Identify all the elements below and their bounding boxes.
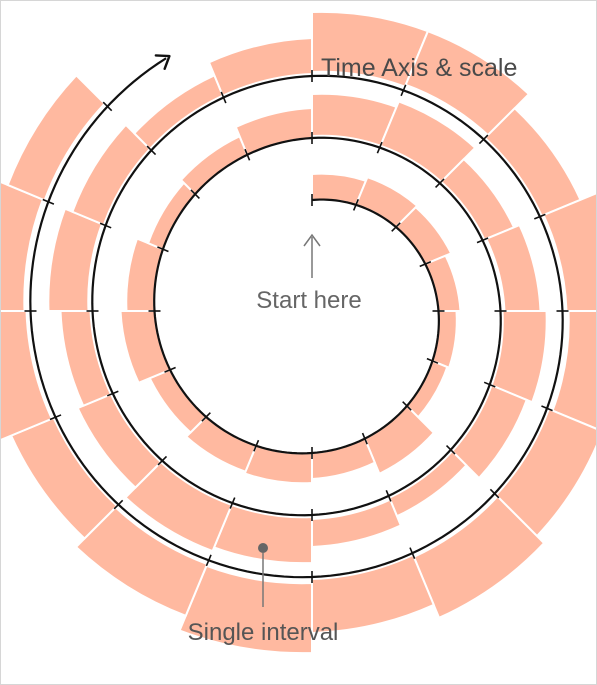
axis-tick <box>253 439 260 452</box>
interval-segment <box>412 494 546 620</box>
interval-segment <box>431 310 458 370</box>
start-pointer-arrowhead <box>303 233 321 247</box>
axis-tick <box>409 547 416 560</box>
time-axis-arrowhead <box>154 54 171 70</box>
interval-segment <box>439 157 516 241</box>
axis-tick <box>435 178 445 188</box>
interval-segment <box>148 368 208 434</box>
axis-tick <box>476 237 489 244</box>
axis-tick <box>419 261 432 268</box>
single-interval-marker-dot <box>258 543 268 553</box>
interval-segment <box>207 36 313 97</box>
axis-tick <box>385 490 392 502</box>
axis-ticks <box>24 70 569 583</box>
interval-segment <box>124 460 234 553</box>
axis-tick <box>483 381 496 388</box>
axis-tick <box>361 432 368 445</box>
axis-tick <box>352 199 359 211</box>
interval-segment <box>1 310 54 441</box>
interval-segment <box>234 106 313 157</box>
interval-segment <box>178 564 313 655</box>
start-here-label: Start here <box>256 287 361 314</box>
interval-segment <box>71 123 152 227</box>
interval-segment <box>47 207 104 312</box>
interval-segment <box>405 359 449 419</box>
interval-segment <box>59 310 113 408</box>
interval-segment <box>490 310 548 404</box>
axis-tick <box>402 401 412 411</box>
interval-segment <box>76 392 163 489</box>
axis-tick <box>400 84 407 97</box>
axis-tick <box>220 91 227 104</box>
axis-tick <box>164 366 176 373</box>
axis-tick <box>534 213 546 220</box>
interval-segment <box>6 73 107 202</box>
axis-tick <box>391 222 401 232</box>
axis-tick <box>244 148 251 161</box>
axis-tick <box>157 455 168 466</box>
axis-tick <box>102 101 113 112</box>
interval-segment <box>404 29 531 137</box>
interval-segment <box>450 384 528 480</box>
interval-segment <box>119 310 172 385</box>
axis-tick <box>229 497 236 509</box>
axis-tick <box>376 141 383 154</box>
axis-tick <box>106 390 119 397</box>
interval-segment <box>379 100 477 184</box>
interval-segment <box>423 254 462 312</box>
axis-tick <box>146 145 157 156</box>
interval-segment <box>132 73 225 151</box>
axis-tick <box>445 444 456 455</box>
axis-tick <box>541 405 553 412</box>
axis-tick <box>49 414 62 421</box>
interval-segment <box>179 134 249 196</box>
single-interval-label: Single interval <box>188 619 339 646</box>
axis-tick <box>42 198 55 205</box>
interval-segment <box>146 181 197 251</box>
interval-segment <box>542 192 596 312</box>
interval-segment <box>484 223 542 312</box>
interval-segment <box>74 506 209 618</box>
interval-segment <box>311 437 377 481</box>
axis-tick <box>201 412 211 422</box>
axis-tick <box>426 357 439 364</box>
spiral-time-axis <box>29 57 564 579</box>
axis-tick <box>190 189 200 199</box>
axis-tick <box>489 488 500 499</box>
time-axis-label: Time Axis & scale <box>321 54 517 82</box>
axis-tick <box>205 554 212 567</box>
interval-segments <box>1 10 596 655</box>
axis-tick <box>157 246 169 253</box>
axis-tick <box>478 134 489 145</box>
axis-tick <box>99 222 112 229</box>
interval-segment <box>1 181 45 312</box>
interval-segment <box>551 310 596 430</box>
axis-tick <box>113 499 124 510</box>
